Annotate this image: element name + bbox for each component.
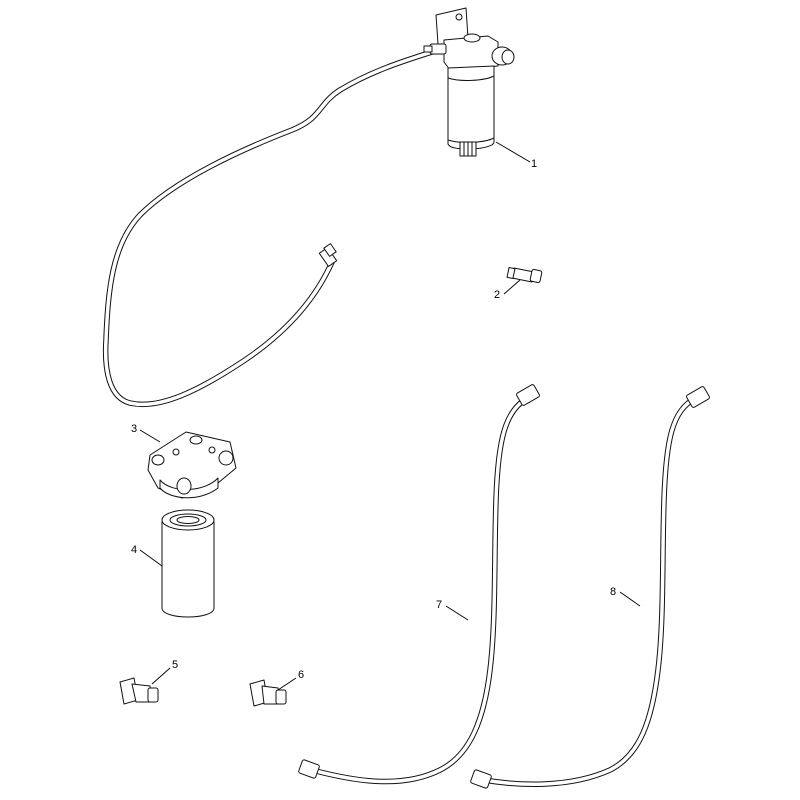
callout-5: 5 (172, 659, 178, 671)
leader-7 (445, 605, 469, 621)
callout-3: 3 (131, 423, 137, 435)
hose-end-fitting (318, 243, 338, 267)
part-3-filter-head (147, 431, 237, 499)
leader-8 (619, 591, 641, 607)
part-1-fuel-filter-assembly (102, 7, 515, 408)
callout-6: 6 (298, 669, 304, 681)
part-7-hose (298, 384, 540, 785)
leader-2 (503, 279, 521, 295)
part-5-adapter-fitting (119, 677, 159, 705)
leader-3 (139, 429, 161, 443)
callout-8: 8 (610, 586, 616, 598)
callout-4: 4 (131, 544, 137, 556)
callout-1: 1 (531, 158, 537, 170)
leader-4 (139, 549, 163, 567)
part-4-filter-cartridge (161, 509, 215, 618)
callout-2: 2 (494, 289, 500, 301)
part-2-fitting (506, 266, 543, 284)
part-6-adapter-fitting (249, 679, 287, 707)
leader-6 (277, 677, 297, 691)
callout-7: 7 (436, 599, 442, 611)
part-8-hose (470, 386, 710, 789)
leader-5 (151, 667, 171, 685)
leader-1 (495, 141, 531, 163)
